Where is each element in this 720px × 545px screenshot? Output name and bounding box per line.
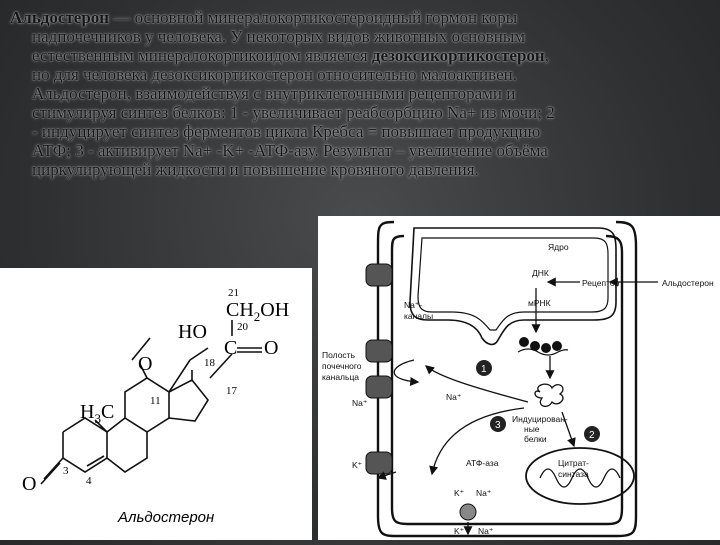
na-ion-label-3: Na⁺	[476, 488, 491, 498]
step-2-icon	[584, 426, 600, 442]
structure-caption: Альдостерон	[117, 509, 214, 526]
step-1-icon	[476, 360, 492, 376]
term-aldosterone: Альдостерон	[10, 8, 110, 27]
cell-membranes	[376, 220, 638, 538]
aldosterone-structure-svg: 21 CH2OH HO 20 C O 18 17 11 O H3C 3 4 O …	[22, 287, 289, 526]
text-line-8: АТФ; 3 - активирует Na+ -K+ -АТФ-азу. Ре…	[32, 141, 548, 160]
description-text: Альдостерон — основной минералокортикост…	[10, 8, 710, 179]
k-ion-label: K⁺	[352, 460, 362, 470]
term-deoxycorticosterone: дезоксикортикостерон	[371, 46, 545, 65]
text-line-6: стимулируя синтез белков: 1 - увеличивае…	[32, 103, 555, 122]
na-ion-label: Na⁺	[352, 398, 367, 408]
structure-figure: 21 CH2OH HO 20 C O 18 17 11 O H3C 3 4 O …	[0, 268, 312, 540]
induced-proteins-label-2: ные	[524, 424, 540, 434]
induced-protein-icon	[534, 383, 564, 408]
step-3-icon	[490, 416, 506, 432]
nucleus-label: Ядро	[548, 242, 569, 252]
cell-diagram: 1 2 3 Ядро ДНК мРНК Рецептор Альдостерон…	[318, 216, 720, 540]
dna-label: ДНК	[532, 268, 549, 278]
ch2oh-label: CH2OH	[226, 299, 289, 324]
cell-diagram-svg: 1 2 3 Ядро ДНК мРНК Рецептор Альдостерон…	[322, 220, 714, 538]
atom-label-4: 4	[86, 475, 92, 487]
na-ion-label-4: Na⁺	[478, 526, 493, 536]
ho-label: HO	[178, 321, 207, 343]
step-3-label: 3	[495, 420, 501, 431]
induced-proteins-label-1: Индуцирован-	[512, 414, 568, 424]
k-ion-label-2: K⁺	[454, 488, 464, 498]
ribosome-icons	[519, 337, 562, 353]
lumen-label-1: Полость	[322, 350, 356, 360]
k-channel-icon	[365, 451, 393, 475]
text-line-1: Альдостерон — основной минералокортикост…	[10, 8, 710, 27]
receptor-label: Рецептор	[582, 278, 620, 288]
text-line-4: но для человека дезоксикортикостерон отн…	[32, 65, 517, 84]
oxygen-label-left: O	[138, 353, 152, 375]
text-line-3: естественным минералокортикоидом являетс…	[10, 46, 710, 65]
structure-bonds	[40, 320, 262, 485]
atom-label-11: 11	[150, 395, 161, 407]
text-line-2: надпочечников у человека. У некоторых ви…	[32, 27, 526, 46]
step-2-label: 2	[589, 430, 595, 441]
text-line-5: Альдостерон, взаимодействуя с внутриклет…	[32, 84, 516, 103]
na-channel-icon	[365, 339, 393, 363]
citrate-synthase-label-1: Цитрат-	[558, 458, 589, 468]
text-line-9: циркулирующей жидкости и повышение кровя…	[32, 160, 479, 179]
atom-label-17: 17	[226, 385, 238, 397]
induced-proteins-label-3: белки	[524, 434, 547, 444]
lumen-label-2: почечного	[322, 361, 362, 371]
carbon-label: C	[224, 337, 237, 359]
na-channels-label-1: Na⁺-	[404, 300, 422, 310]
atom-label-3: 3	[63, 465, 69, 477]
citrate-synthase-label-2: синтаза	[558, 469, 589, 479]
step-markers: 1 2 3	[476, 360, 600, 442]
atom-label-18: 18	[204, 357, 216, 369]
aldosterone-label: Альдостерон	[662, 278, 714, 288]
text-line-7: - индуцирует синтез ферментов цикла Креб…	[32, 122, 541, 141]
oxygen-label-ring: O	[22, 473, 36, 495]
atom-label-21: 21	[228, 287, 239, 299]
na-channel-icon	[365, 375, 393, 399]
oxygen-label-top: O	[264, 337, 278, 359]
text-segment: естественным минералокортикоидом являетс…	[32, 46, 372, 65]
atom-label-20: 20	[237, 321, 249, 333]
atpase-label: АТФ-аза	[466, 458, 499, 468]
na-channel-icon	[365, 263, 393, 287]
text-segment: — основной минералокортикостероидный гор…	[109, 8, 518, 27]
h3c-label: H3C	[80, 401, 114, 426]
atpase-pump-icon	[459, 503, 477, 521]
na-channels-label-2: каналы	[404, 311, 433, 321]
text-segment: ,	[544, 46, 549, 65]
na-ion-label-2: Na⁺	[446, 392, 461, 402]
membrane-channels	[365, 263, 477, 521]
mrna-label: мРНК	[528, 298, 551, 308]
arrows	[376, 277, 658, 536]
k-ion-label-3: K⁺	[454, 526, 464, 536]
lumen-label-3: канальца	[322, 372, 359, 382]
step-1-label: 1	[481, 364, 487, 375]
